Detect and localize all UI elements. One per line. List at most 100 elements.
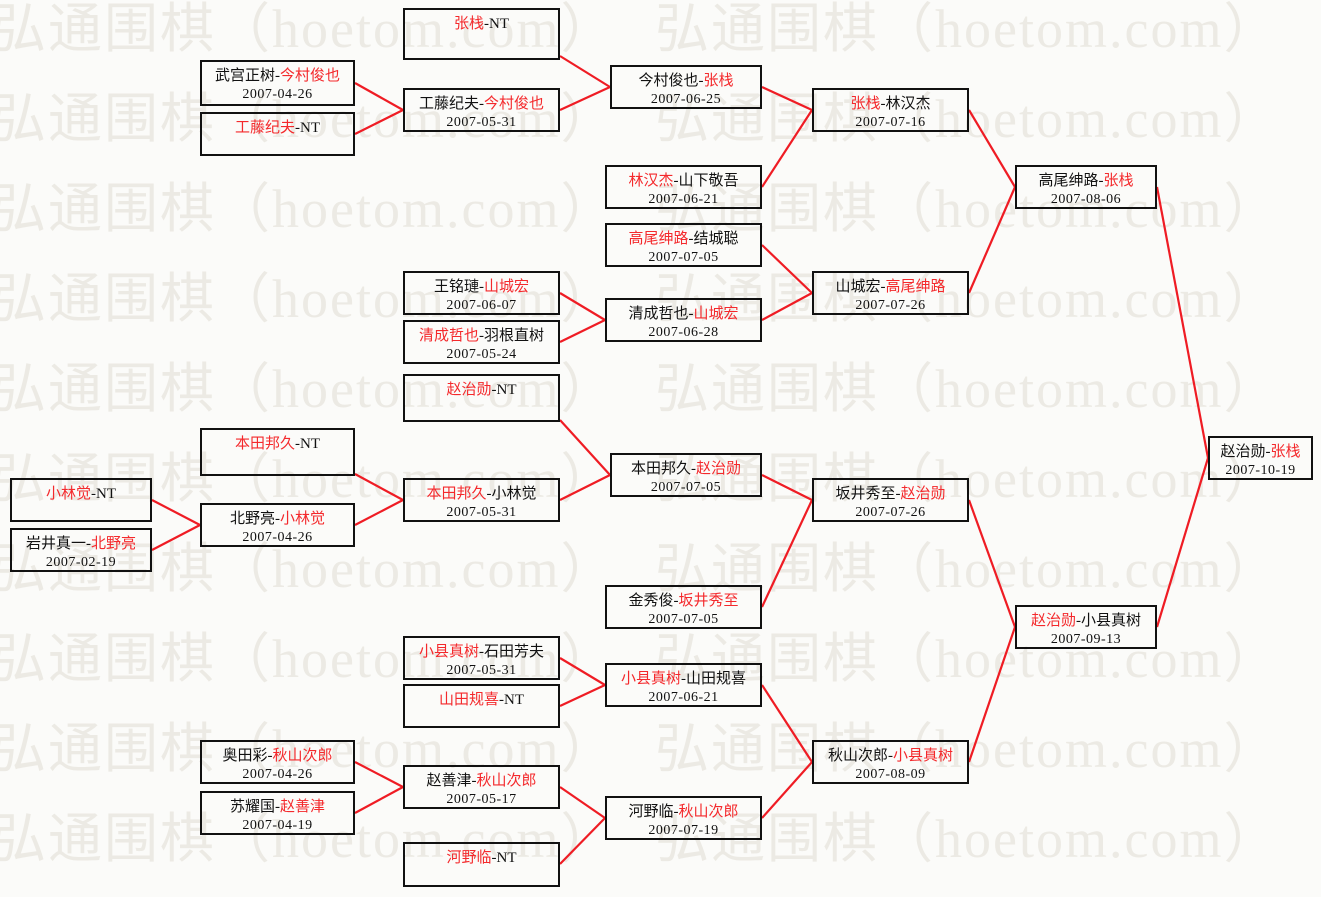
connector-line (354, 761, 404, 788)
connector-line (967, 186, 1017, 294)
connector-line (761, 499, 813, 608)
match-box[interactable]: 山田规喜-NT (403, 684, 560, 728)
player-right: 小县真树 (1081, 613, 1142, 629)
player-separator: - (681, 671, 686, 687)
player-left: 林汉杰 (628, 173, 674, 189)
player-right: 赵善津 (280, 799, 326, 815)
player-right: 山田规喜 (686, 671, 747, 687)
player-left: 王铭璉 (433, 279, 479, 295)
player-left: 赵善津 (426, 773, 472, 789)
match-date: 2007-10-19 (1225, 463, 1296, 478)
match-players: 河野临-秋山次郎 (628, 802, 738, 822)
player-left: 清成哲也 (628, 306, 689, 322)
match-players: 秋山次郎-小县真树 (828, 746, 953, 766)
match-players: 本田邦久-小林觉 (426, 484, 536, 504)
match-players: 北野亮-小林觉 (230, 509, 325, 529)
connector-line (354, 499, 404, 526)
match-box[interactable]: 赵治勋-NT (403, 374, 560, 422)
player-separator: - (479, 96, 484, 112)
connector-line (1155, 457, 1210, 628)
match-players: 小林觉-NT (46, 484, 116, 504)
player-separator: - (698, 73, 704, 89)
player-right: 赵治勋 (900, 486, 946, 502)
match-date: 2007-05-31 (446, 663, 517, 678)
player-separator: - (691, 461, 696, 477)
match-box[interactable]: 本田邦久-NT (200, 428, 355, 476)
player-left: 赵治勋 (446, 382, 492, 398)
player-separator: - (673, 173, 679, 189)
connector-line (559, 419, 611, 476)
match-players: 奥田彩-秋山次郎 (222, 746, 332, 766)
match-date: 2007-05-31 (446, 505, 517, 520)
match-date: 2007-07-05 (648, 612, 719, 627)
connector-line (559, 86, 611, 111)
match-box[interactable]: 张栈-NT (403, 8, 560, 60)
player-separator: - (479, 279, 484, 295)
connector-line (761, 684, 813, 763)
player-right: 张栈 (703, 73, 734, 89)
player-left: 秋山次郎 (827, 748, 888, 764)
match-box[interactable]: 河野临-NT (403, 842, 560, 887)
match-box[interactable]: 小林觉-NT (10, 478, 152, 522)
player-right: NT (300, 120, 320, 136)
player-separator: - (295, 436, 300, 452)
player-left: 坂井秀至 (835, 486, 896, 502)
player-separator: - (471, 773, 477, 789)
player-right: 秋山次郎 (476, 773, 537, 789)
player-separator: - (491, 850, 497, 866)
match-players: 林汉杰-山下敬吾 (628, 171, 738, 191)
player-separator: - (479, 644, 484, 660)
match-players: 赵善津-秋山次郎 (426, 771, 536, 791)
match-players: 王铭璉-山城宏 (434, 277, 529, 297)
player-left: 今村俊也 (638, 73, 699, 89)
match-date: 2007-04-26 (242, 87, 313, 102)
match-box[interactable]: 工藤纪夫-NT (200, 112, 355, 156)
player-left: 小县真树 (418, 644, 479, 660)
player-left: 武宫正树 (214, 68, 275, 84)
match-date: 2007-06-07 (446, 298, 517, 313)
player-right: 小县真树 (893, 748, 954, 764)
connector-line (761, 474, 813, 501)
connector-line (354, 786, 404, 814)
player-separator: - (673, 804, 679, 820)
player-separator: - (486, 486, 492, 502)
connector-line (559, 474, 611, 501)
player-right: 山城宏 (693, 306, 739, 322)
match-date: 2007-07-16 (855, 115, 926, 130)
match-players: 今村俊也-张栈 (638, 71, 733, 91)
match-date: 2007-07-26 (855, 298, 926, 313)
player-separator: - (888, 748, 893, 764)
player-left: 小县真树 (620, 671, 681, 687)
player-right: 小林觉 (280, 511, 326, 527)
player-left: 工藤纪夫 (234, 120, 295, 136)
match-players: 河野临-NT (446, 848, 516, 868)
player-left: 山城宏 (835, 279, 881, 295)
match-players: 苏耀国-赵善津 (230, 797, 325, 817)
